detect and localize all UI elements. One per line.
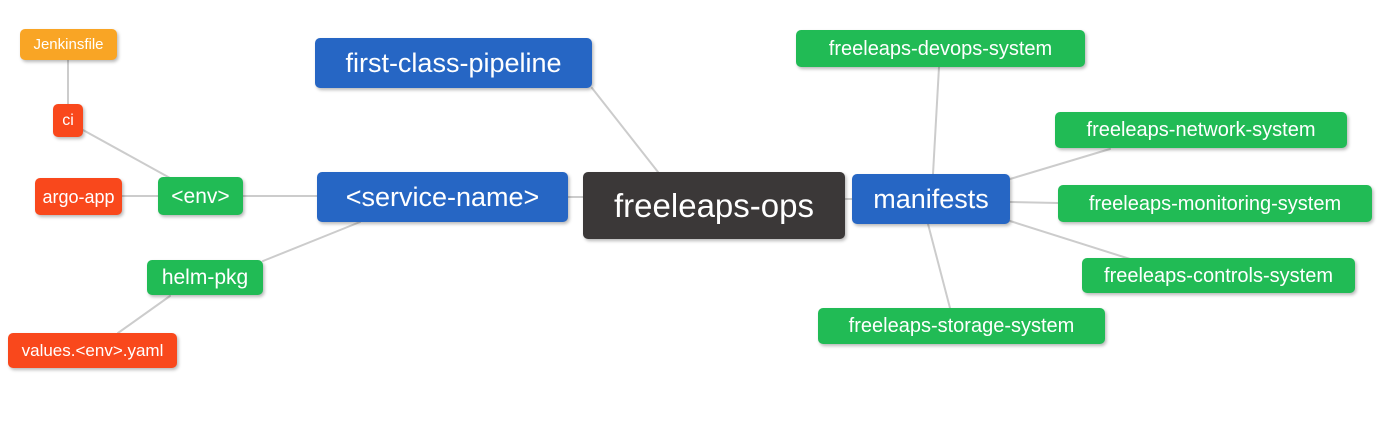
node-freeleaps-monitoring-system[interactable]: freeleaps-monitoring-system <box>1058 185 1372 222</box>
edge-manifests-freeleaps-monitoring-system <box>1009 201 1059 204</box>
node-freeleaps-devops-system[interactable]: freeleaps-devops-system <box>796 30 1085 67</box>
node-ci[interactable]: ci <box>53 104 83 137</box>
edge-first-class-pipeline-freeleaps-ops <box>591 87 659 173</box>
node-freeleaps-controls-system[interactable]: freeleaps-controls-system <box>1082 258 1355 293</box>
edge-values-env-yaml-helm-pkg <box>117 295 171 334</box>
node-argo-app[interactable]: argo-app <box>35 178 122 215</box>
node-manifests[interactable]: manifests <box>852 174 1010 224</box>
node-jenkinsfile[interactable]: Jenkinsfile <box>20 29 117 60</box>
node-freeleaps-ops[interactable]: freeleaps-ops <box>583 172 845 239</box>
edge-manifests-freeleaps-network-system <box>1009 148 1111 180</box>
edge-helm-pkg-service-name <box>262 221 361 262</box>
node-first-class-pipeline[interactable]: first-class-pipeline <box>315 38 592 88</box>
edge-ci-env <box>82 129 171 179</box>
edge-manifests-freeleaps-devops-system <box>932 66 940 175</box>
edge-manifests-freeleaps-storage-system <box>927 223 951 309</box>
node-service-name[interactable]: <service-name> <box>317 172 568 222</box>
node-freeleaps-network-system[interactable]: freeleaps-network-system <box>1055 112 1347 148</box>
node-env[interactable]: <env> <box>158 177 243 215</box>
edge-manifests-freeleaps-controls-system <box>1009 220 1131 260</box>
node-freeleaps-storage-system[interactable]: freeleaps-storage-system <box>818 308 1105 344</box>
node-helm-pkg[interactable]: helm-pkg <box>147 260 263 295</box>
node-values-env-yaml[interactable]: values.<env>.yaml <box>8 333 177 368</box>
